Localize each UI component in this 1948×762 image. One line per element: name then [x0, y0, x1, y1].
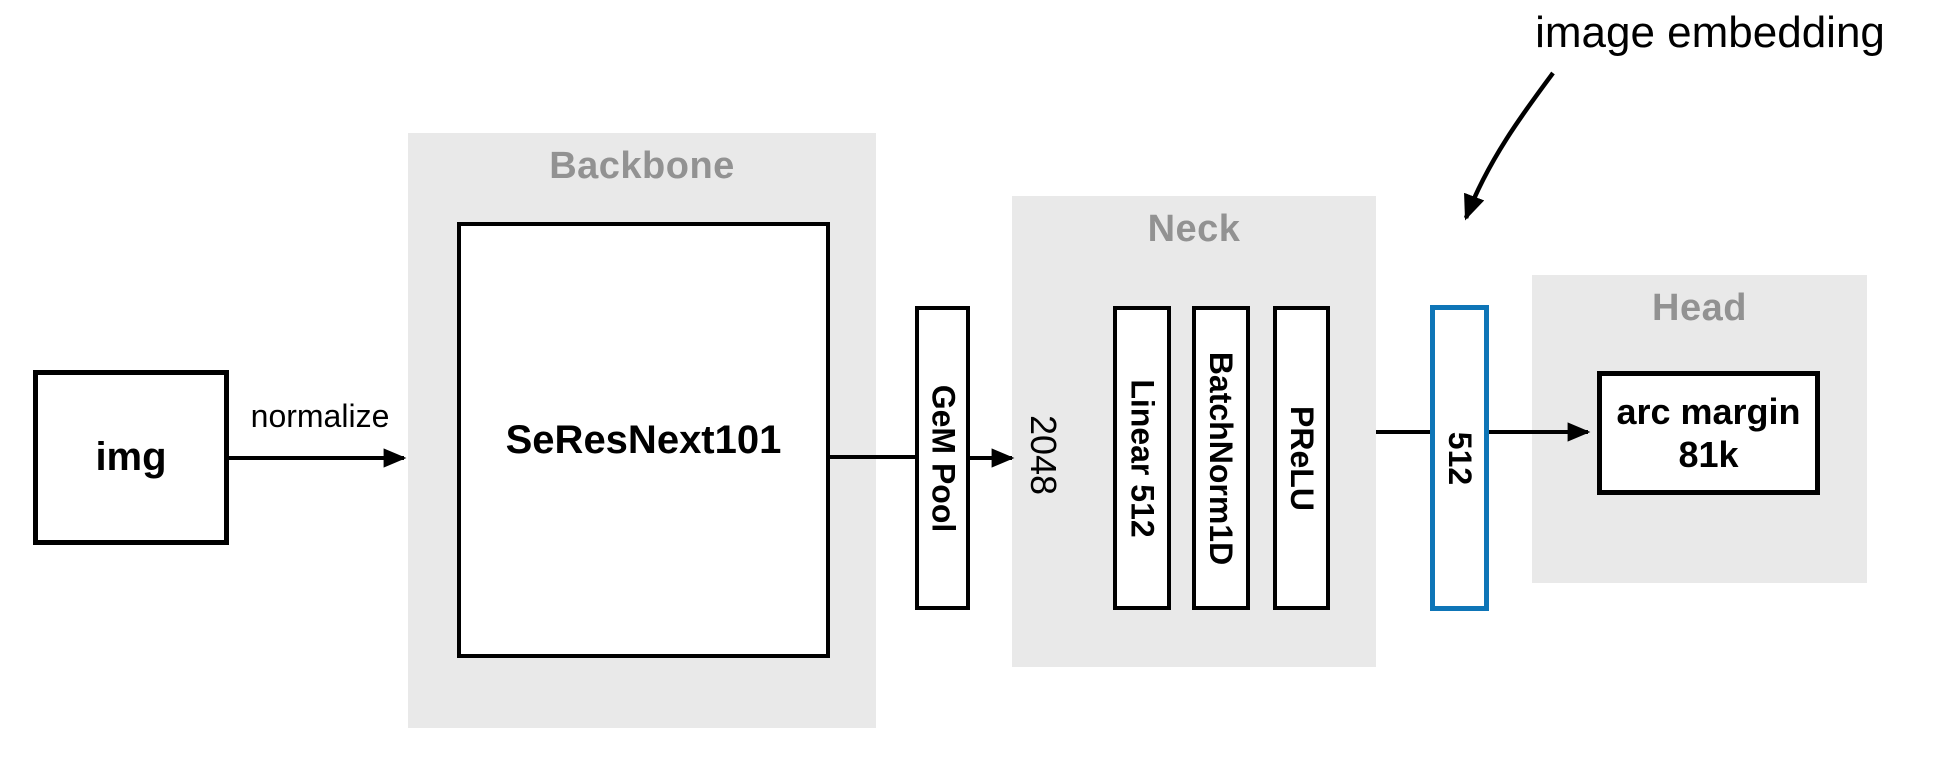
batchnorm1d-label: BatchNorm1D: [1203, 351, 1240, 565]
seresnext-node: SeResNext101: [457, 222, 830, 658]
linear-512-node: Linear 512: [1113, 306, 1171, 610]
linear-512-label: Linear 512: [1124, 378, 1161, 538]
input-image-label: img: [95, 435, 167, 479]
image-embedding-annotation: image embedding: [1535, 8, 1885, 57]
prelu-node: PReLU: [1273, 306, 1330, 610]
embedding-512-node: 512: [1430, 305, 1489, 611]
batchnorm1d-node: BatchNorm1D: [1192, 306, 1250, 610]
embedding-512-label: 512: [1442, 431, 1479, 485]
arc-margin-node: arc margin 81k: [1597, 371, 1820, 495]
head-title: Head: [1652, 287, 1747, 329]
normalize-label: normalize: [250, 398, 390, 434]
gem-pool-label: GeM Pool: [925, 384, 961, 532]
arc-margin-label-line2: 81k: [1678, 434, 1739, 475]
arrow-annotation-to-512: [1463, 71, 1555, 221]
backbone-title: Backbone: [549, 145, 735, 187]
seresnext-label: SeResNext101: [505, 417, 782, 462]
prelu-label: PReLU: [1284, 405, 1320, 511]
input-image-node: img: [33, 370, 229, 545]
arc-margin-label-line1: arc margin: [1616, 390, 1801, 432]
dim-2048-label: 2048: [1023, 414, 1064, 496]
neck-title: Neck: [1147, 208, 1241, 250]
gem-pool-node: GeM Pool: [915, 306, 970, 610]
